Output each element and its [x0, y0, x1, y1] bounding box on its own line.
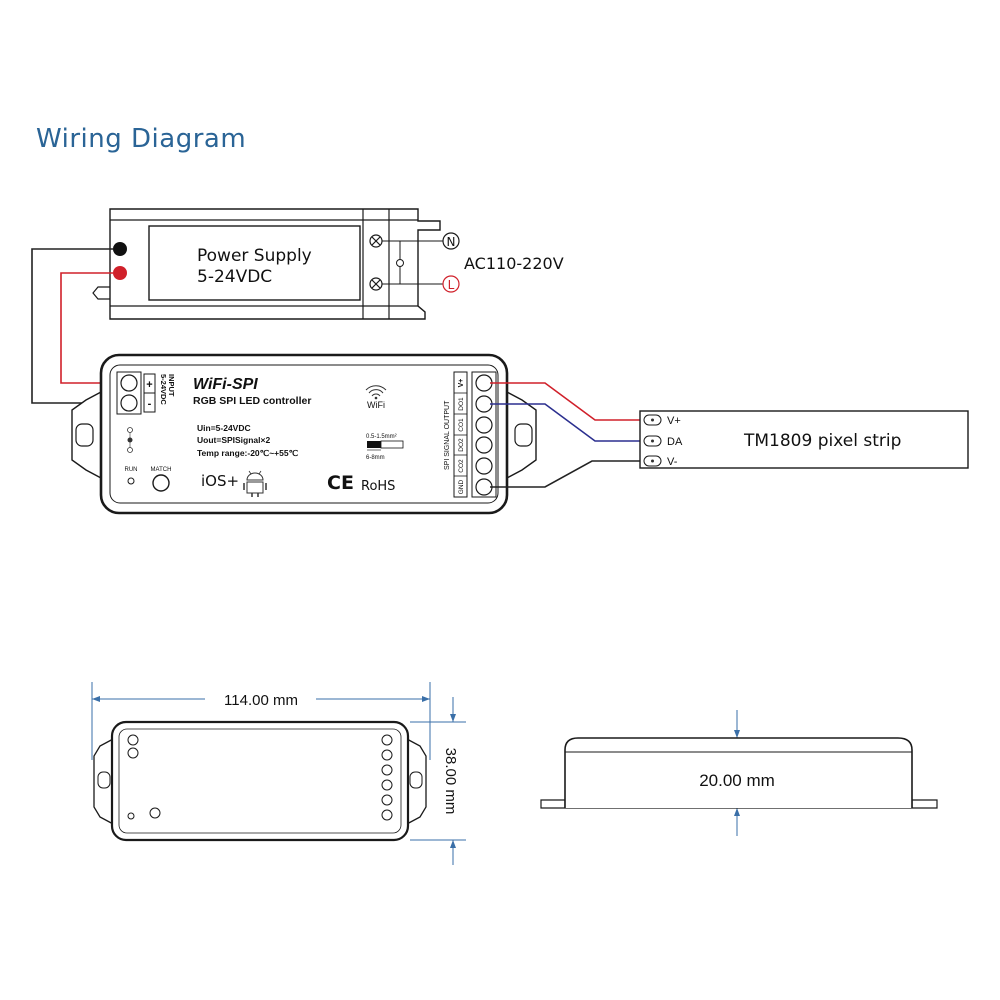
polarity-icon	[127, 427, 133, 453]
spec-temp-range: Temp range:-20℃~+55℃	[197, 448, 299, 458]
black-wire	[31, 248, 121, 404]
output-terminal-do2	[475, 436, 493, 454]
dc-negative-terminal	[113, 242, 127, 256]
dimension-top-view: 114.00 mm 38.00 mm	[91, 682, 466, 865]
live-label: L	[448, 278, 455, 292]
android-icon	[243, 470, 267, 497]
wifi-label: WiFi	[367, 400, 385, 410]
input-minus-label: -	[148, 398, 152, 410]
output-terminal-do1	[475, 395, 493, 413]
neutral-icon	[442, 232, 460, 250]
controller-subtitle: RGB SPI LED controller	[193, 395, 311, 407]
dc-positive-terminal	[113, 266, 127, 280]
controller: + - INPUT 5-24VDC WiFi-SPI RGB SPI LED c…	[71, 353, 537, 515]
terminal-label-do2: DO2	[458, 438, 465, 452]
output-terminal-gnd	[475, 478, 493, 496]
ac-voltage-label: AC110-220V	[464, 254, 564, 273]
output-terminal-vplus	[475, 374, 493, 392]
output-terminal-co1	[475, 416, 493, 434]
terminal-label-do1: DO1	[458, 397, 465, 411]
page-title: Wiring Diagram	[36, 124, 247, 154]
ios-label: iOS+	[201, 472, 239, 490]
screw-icon-l	[369, 277, 383, 291]
brand-label: WiFi-SPI	[193, 376, 258, 393]
length-dimension: 114.00 mm	[224, 692, 298, 709]
spec-input-voltage: Uin=5-24VDC	[197, 423, 251, 433]
strip-pin-vminus: V-	[667, 456, 678, 468]
power-supply-label: Power Supply	[197, 246, 312, 266]
terminal-label-gnd: GND	[458, 479, 465, 494]
ce-mark: CE	[327, 472, 354, 494]
dimension-side-view: 20.00 mm	[540, 710, 938, 836]
output-terminal-co2	[475, 457, 493, 475]
height-dimension: 20.00 mm	[699, 771, 775, 790]
rohs-mark: RoHS	[361, 479, 395, 494]
wifi-icon	[365, 385, 387, 400]
run-led-icon	[127, 477, 135, 485]
input-label: INPUT	[167, 374, 176, 397]
match-button[interactable]	[152, 474, 170, 492]
strip-pin-da: DA	[667, 436, 683, 448]
run-label: RUN	[125, 467, 138, 473]
width-dimension: 38.00 mm	[442, 748, 459, 815]
ac-input: N L AC110-220V	[382, 232, 564, 293]
power-supply-voltage: 5-24VDC	[197, 267, 272, 287]
terminal-label-co1: CO1	[458, 418, 465, 432]
live-icon	[442, 275, 460, 293]
data-wire	[490, 403, 647, 442]
input-voltage-label: 5-24VDC	[159, 374, 168, 405]
match-label: MATCH	[151, 467, 172, 473]
neutral-label: N	[447, 235, 456, 249]
input-negative-terminal	[120, 394, 138, 412]
red-wire	[60, 272, 121, 384]
spec-output-signal: Uout=SPISignal×2	[197, 435, 270, 445]
strip-name: TM1809 pixel strip	[743, 431, 901, 451]
dc-wires	[31, 248, 121, 404]
terminal-label-co2: CO2	[458, 459, 465, 473]
wire-strip-icon	[367, 440, 404, 451]
output-wires	[490, 382, 647, 488]
gnd-wire	[490, 460, 647, 488]
terminal-label-vplus: V+	[458, 379, 465, 388]
wire-gauge-label: 0.5-1.5mm²	[366, 434, 397, 440]
pixel-strip: V+ DA V- TM1809 pixel strip	[639, 410, 969, 469]
strip-length-label: 6-8mm	[366, 455, 385, 461]
input-plus-label: +	[146, 379, 152, 391]
screw-icon-n	[369, 234, 383, 248]
strip-pin-vplus: V+	[667, 415, 681, 427]
spi-output-label: SPI SIGNAL OUTPUT	[444, 400, 451, 470]
vplus-wire	[490, 382, 647, 421]
input-positive-terminal	[120, 374, 138, 392]
power-supply: Power Supply 5-24VDC	[92, 208, 441, 320]
